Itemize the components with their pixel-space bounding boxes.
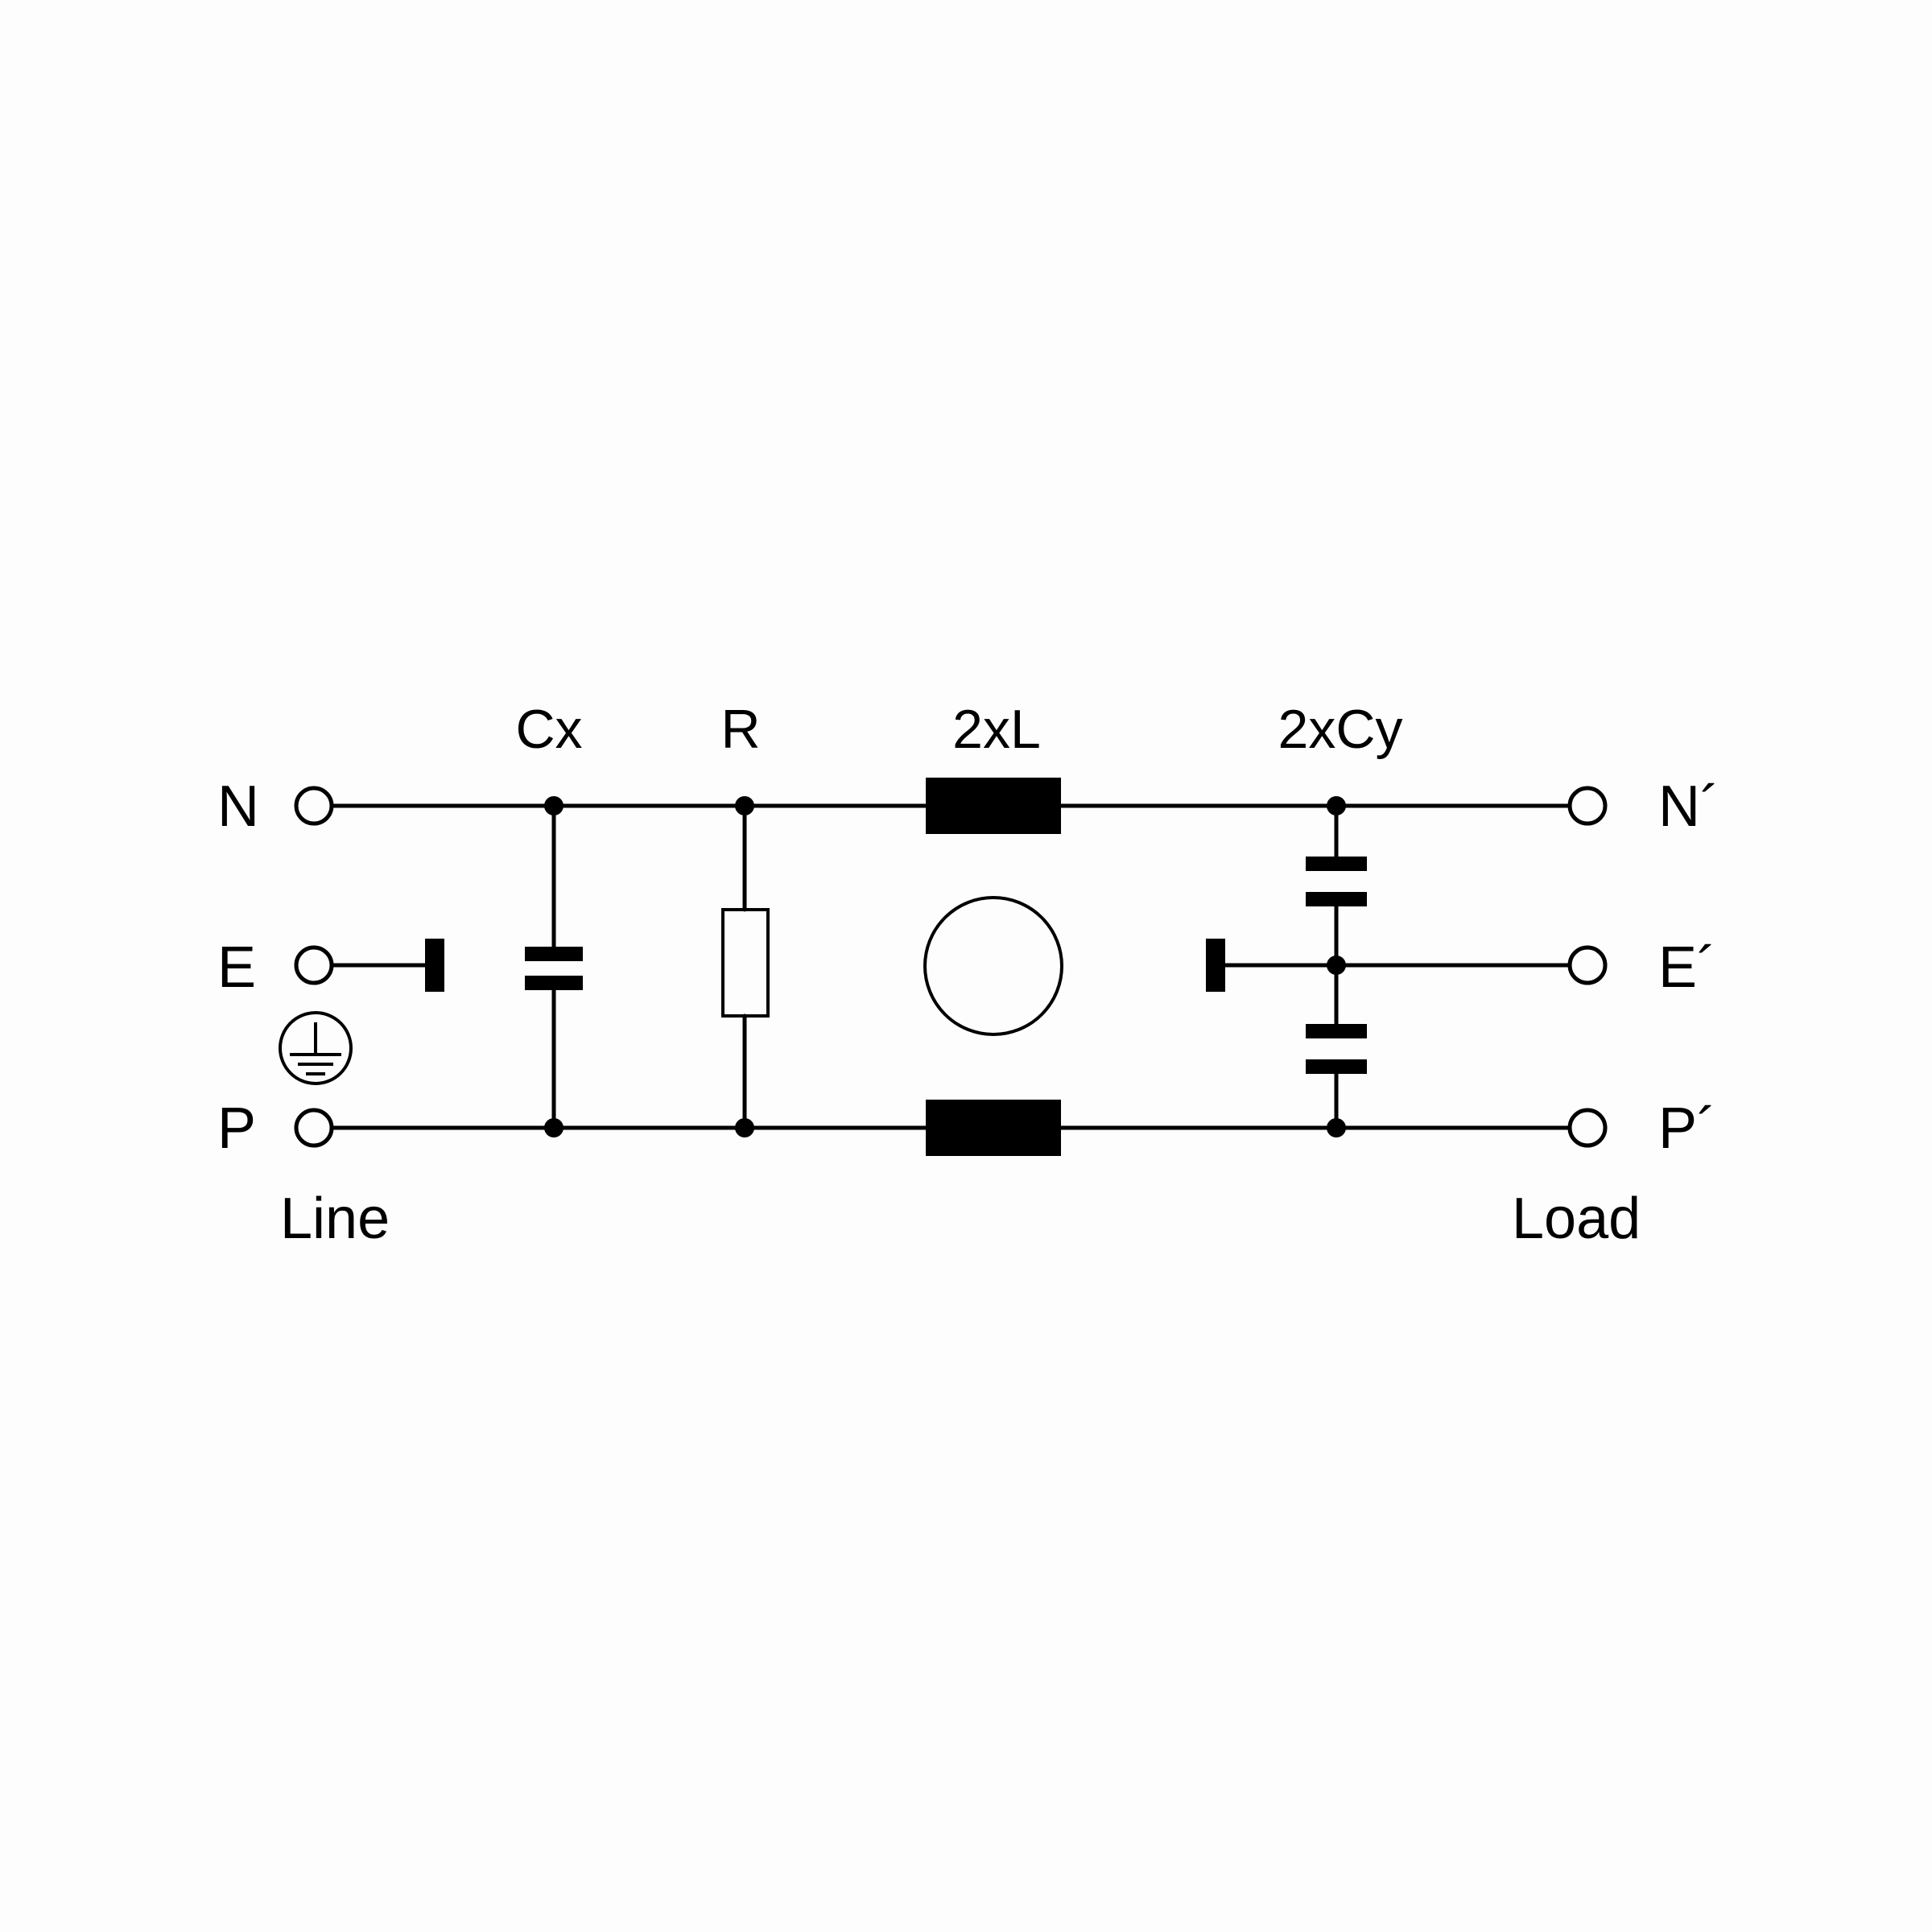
line-p-terminal bbox=[294, 1108, 334, 1148]
load-n-terminal bbox=[1567, 786, 1608, 826]
load-e-terminal bbox=[1567, 945, 1608, 985]
line-n-terminal bbox=[294, 786, 334, 826]
protective-earth-icon bbox=[279, 1011, 353, 1085]
l-choke-core bbox=[923, 896, 1063, 1036]
cx-n-junction bbox=[544, 796, 564, 815]
l-choke-winding-p bbox=[926, 1100, 1061, 1156]
load-p-terminal bbox=[1567, 1108, 1608, 1148]
line-p-label: P bbox=[217, 1096, 256, 1161]
cx-capacitor bbox=[525, 796, 583, 1137]
cy-n-junction bbox=[1327, 796, 1346, 815]
cx-p-junction bbox=[544, 1118, 564, 1137]
load-p-label: P´ bbox=[1658, 1096, 1716, 1161]
cx-label: Cx bbox=[515, 699, 582, 760]
load-e-label: E´ bbox=[1658, 935, 1716, 1000]
cy-capacitors bbox=[1306, 796, 1367, 1137]
line-n-label: N bbox=[217, 774, 259, 839]
l-label: 2xL bbox=[952, 699, 1041, 760]
r-p-junction bbox=[735, 1118, 754, 1137]
line-e-terminal bbox=[294, 945, 334, 985]
cy-p-junction bbox=[1327, 1118, 1346, 1137]
r-label: R bbox=[720, 699, 760, 760]
line-earth-chassis bbox=[329, 939, 444, 992]
r-resistor bbox=[721, 796, 770, 1137]
r-n-junction bbox=[735, 796, 754, 815]
l-choke-winding-n bbox=[926, 778, 1061, 834]
line-caption: Line bbox=[280, 1187, 390, 1251]
load-n-label: N´ bbox=[1658, 774, 1719, 839]
line-e-label: E bbox=[217, 935, 256, 1000]
cy-label: 2xCy bbox=[1278, 699, 1403, 760]
load-caption: Load bbox=[1512, 1187, 1641, 1251]
l-choke bbox=[923, 778, 1063, 1156]
load-earth-chassis bbox=[1206, 939, 1572, 992]
